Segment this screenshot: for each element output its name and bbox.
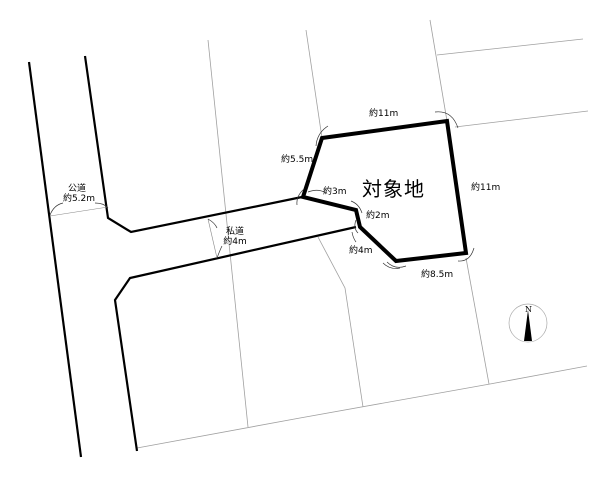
dimension-right: 約11m: [471, 183, 501, 193]
subject-site-label: 対象地: [362, 177, 425, 201]
road-edges: [27, 55, 357, 458]
dimension-lines: [49, 206, 218, 259]
dimension-inner-top: 約3m: [323, 187, 347, 197]
corner-arcs: [296, 111, 475, 269]
dimension-lower-left: 約4m: [349, 246, 373, 256]
subject-lot-boundary: [300, 118, 469, 264]
north-arrow-compass: [508, 303, 548, 343]
public-road-name: 公道: [67, 184, 86, 194]
dimension-upper-left: 約5.5m: [281, 155, 314, 165]
dimension-top: 約11m: [369, 109, 399, 119]
lot-lines: [136, 19, 589, 449]
private-road-name: 私道: [225, 227, 244, 237]
public-road-width: 約5.2m: [62, 194, 96, 204]
public-road-label: 公道: [62, 184, 92, 194]
dimension-bottom: 約8.5m: [421, 270, 454, 280]
dimension-inner-mid: 約2m: [366, 211, 390, 221]
private-road-width: 約4m: [223, 237, 247, 247]
north-label: N: [525, 305, 532, 314]
